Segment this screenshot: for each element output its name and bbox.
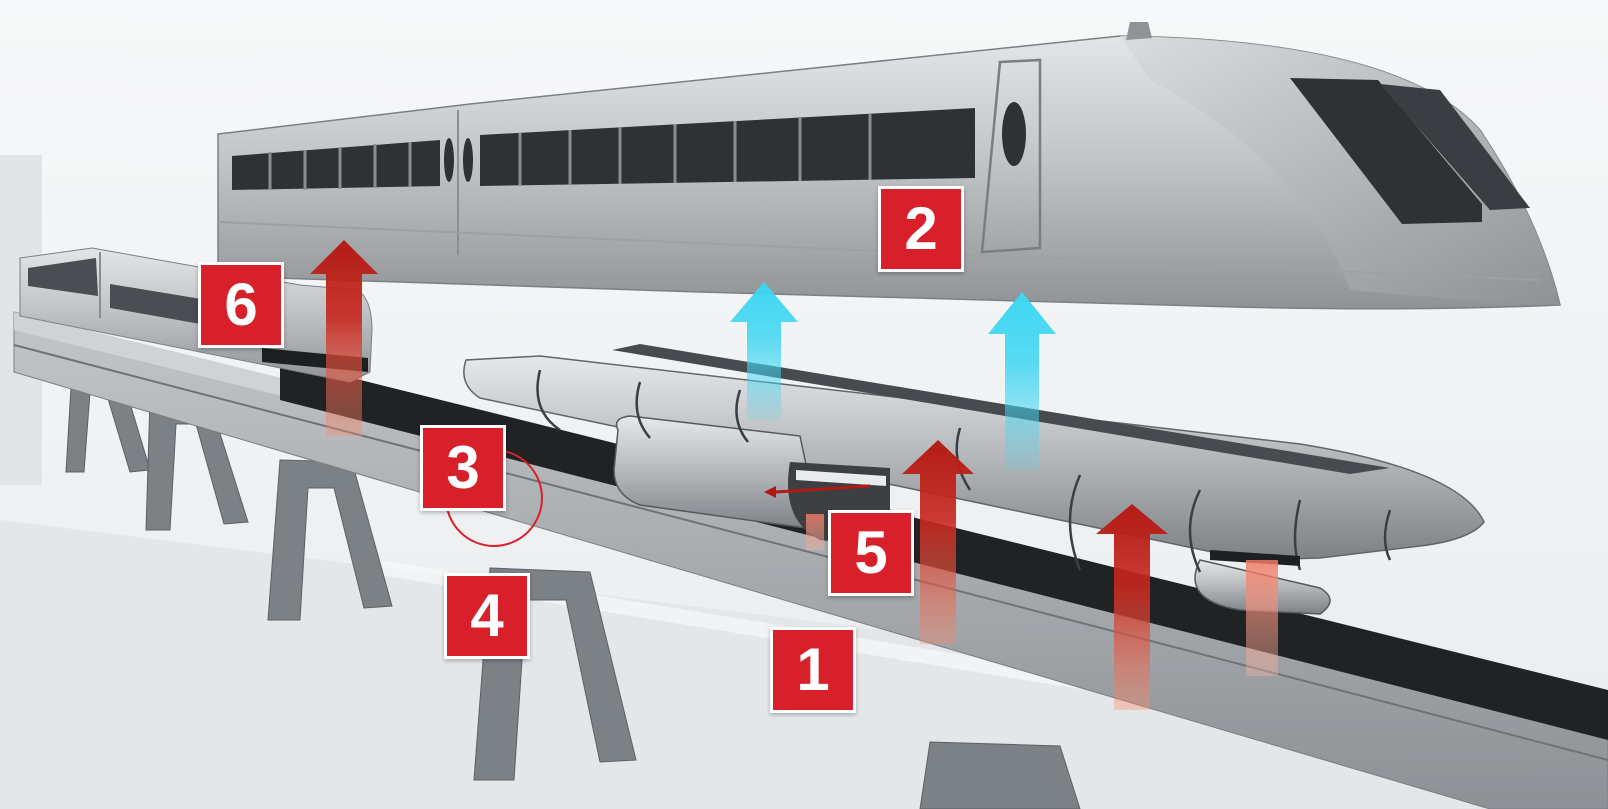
- train-windows-rear: [232, 140, 440, 190]
- callout-badge-6: 6: [198, 262, 284, 348]
- levitation-chassis: [463, 344, 1485, 615]
- direction-arrow: [775, 484, 871, 494]
- callout-badge-2: 2: [878, 186, 964, 272]
- callout-badge-5: 5: [828, 510, 914, 596]
- callout-badge-1: 1: [770, 627, 856, 713]
- callout-badge-4: 4: [444, 573, 530, 659]
- magnetic-arrows-red: [310, 240, 1278, 710]
- lift-arrows-cyan: [730, 282, 1056, 470]
- train-windows-front: [480, 108, 975, 186]
- callout-badge-3: 3: [420, 425, 506, 511]
